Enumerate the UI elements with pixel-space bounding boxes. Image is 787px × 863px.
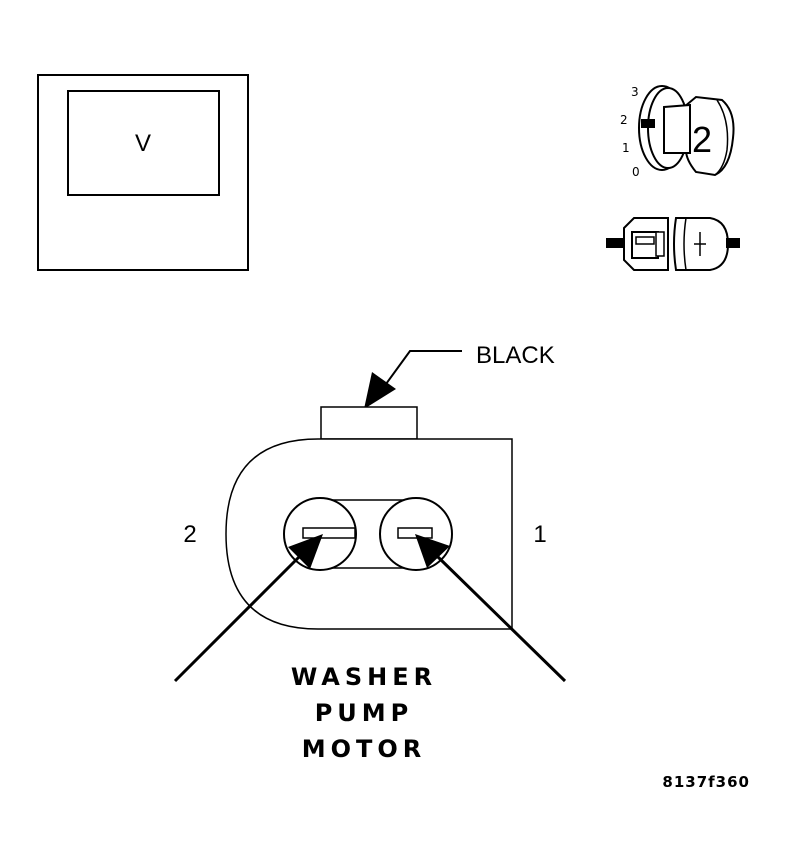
ignition-position-3: 3 (631, 85, 639, 99)
voltmeter-unit: V (135, 130, 151, 157)
ignition-position-1: 1 (622, 141, 630, 155)
pin-1-label: 1 (533, 521, 546, 548)
probe-arrow-left (173, 534, 323, 683)
key-number-label: 2 (692, 119, 712, 160)
connector-pair-icon (606, 217, 740, 271)
probe-arrow-right (415, 534, 567, 683)
component-name-line-1: WASHER (291, 663, 437, 691)
connector-body (225, 438, 513, 630)
voltmeter-display (67, 90, 220, 196)
connector-color-label: BLACK (476, 342, 555, 369)
ignition-switch-icon: 3 2 1 0 2 (620, 85, 735, 179)
voltmeter-body (37, 74, 249, 271)
voltmeter: V (37, 74, 249, 271)
connector-lock-tab (320, 406, 418, 440)
figure-id: 8137f360 (662, 773, 750, 791)
color-callout: BLACK (364, 342, 555, 409)
component-name: WASHER PUMP MOTOR (291, 663, 437, 763)
component-name-line-2: PUMP (315, 699, 414, 727)
pin-2-label: 2 (183, 521, 196, 548)
terminal-1-slot (397, 527, 433, 539)
component-name-line-3: MOTOR (302, 735, 427, 763)
washer-pump-connector: 2 1 (183, 406, 547, 630)
ignition-position-2: 2 (620, 113, 628, 127)
ignition-position-0: 0 (632, 165, 640, 179)
terminal-2-slot (302, 527, 356, 539)
